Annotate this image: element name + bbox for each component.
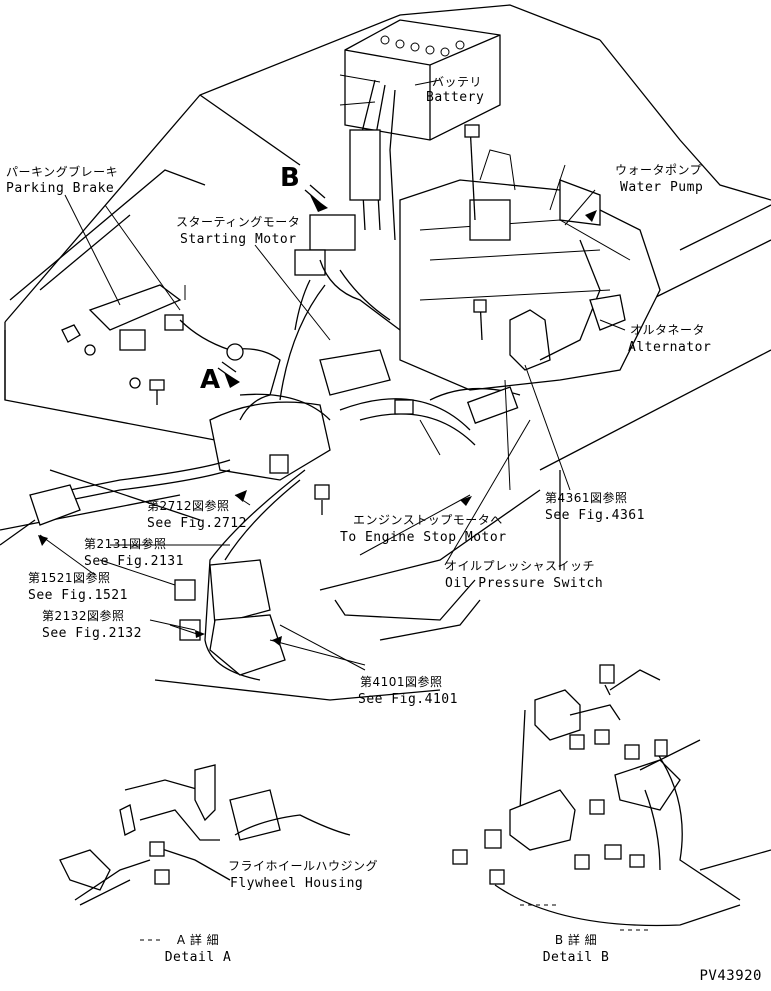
fig-4361-label-jp: 第4361図参照 [545, 491, 628, 505]
flywheel-housing-label-en: Flywheel Housing [230, 876, 364, 891]
detail-a-drawing [59, 764, 351, 906]
battery-drawing [344, 19, 501, 241]
fig-4361-label-en: See Fig.4361 [545, 508, 645, 523]
flywheel-housing-label-jp: フライホイールハウジング [228, 859, 379, 873]
starting-motor-label-en: Starting Motor [180, 232, 297, 247]
parking-brake-drawing [61, 284, 281, 421]
detail-a-caption-en: Detail A [164, 950, 232, 965]
fig-1521-label-en: See Fig.1521 [28, 588, 128, 603]
oil-pressure-switch-label-en: Oil Pressure Switch [445, 576, 604, 591]
chassis-outline [0, 4, 771, 701]
fig-2712-label-en: See Fig.2712 [147, 516, 247, 531]
engine-stop-motor-label-en: To Engine Stop Motor [340, 530, 507, 545]
fig-2712-label-jp: 第2712図参照 [147, 499, 230, 513]
arrows [38, 184, 597, 646]
detail-b-caption-en: Detail B [542, 950, 610, 965]
flywheel-area-drawing [0, 393, 331, 681]
parking-brake-label-en: Parking Brake [6, 181, 115, 196]
detail-a-caption-jp: A 詳 細 [176, 933, 220, 947]
alternator-label-en: Alternator [628, 340, 712, 355]
alternator-label-jp: オルタネータ [630, 323, 706, 337]
detail-b-caption-jp: B 詳 細 [554, 933, 598, 947]
fig-2131-label-jp: 第2131図参照 [84, 537, 167, 551]
view-marker-a: A [200, 365, 221, 395]
battery-label-jp: バッテリ [432, 75, 483, 89]
water-pump-label-jp: ウォータポンプ [615, 163, 703, 177]
drawing-number: PV43920 [699, 968, 762, 984]
fig-2132-label-jp: 第2132図参照 [42, 609, 125, 623]
detail-b-drawing [140, 664, 771, 941]
view-marker-b: B [280, 163, 301, 193]
starting-motor-label-jp: スターティングモータ [176, 215, 301, 229]
engine-stop-motor-label-jp: エンジンストップモータへ [353, 513, 503, 527]
fig-2131-label-en: See Fig.2131 [84, 554, 184, 569]
fig-4101-label-en: See Fig.4101 [358, 692, 458, 707]
fig-1521-label-jp: 第1521図参照 [28, 571, 111, 585]
starting-motor-drawing [279, 214, 401, 401]
battery-label-en: Battery [426, 90, 485, 105]
fig-2132-label-en: See Fig.2132 [42, 626, 142, 641]
oil-pressure-switch-label-jp: オイルプレッシャスイッチ [445, 559, 596, 573]
water-pump-label-en: Water Pump [620, 180, 704, 195]
leader-lines [39, 74, 626, 671]
parking-brake-label-jp: パーキングブレーキ [6, 165, 119, 179]
engine-drawing [339, 124, 661, 446]
fig-4101-label-jp: 第4101図参照 [360, 675, 443, 689]
